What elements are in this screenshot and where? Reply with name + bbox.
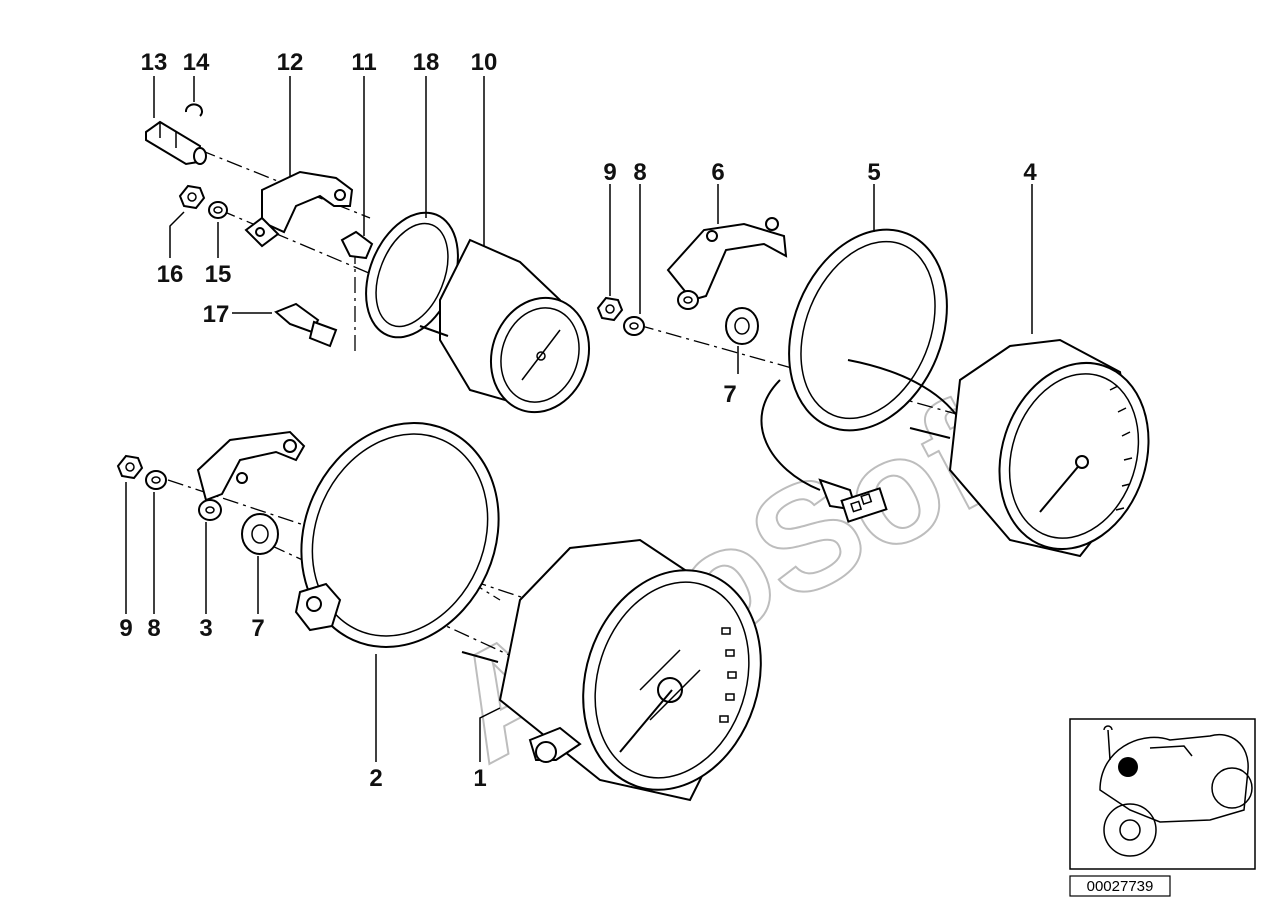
- callout-18[interactable]: 18: [413, 49, 440, 76]
- callout-9-upper[interactable]: 9: [603, 159, 616, 186]
- part-4-tachometer[interactable]: [909, 338, 1172, 569]
- callout-4[interactable]: 4: [1023, 159, 1037, 186]
- wiring-harness[interactable]: [760, 359, 961, 523]
- part-15-washer[interactable]: [208, 201, 228, 219]
- callout-7-upper[interactable]: 7: [723, 381, 736, 408]
- part-16-nut[interactable]: [178, 184, 206, 210]
- locator-dot: [1118, 757, 1138, 777]
- callout-8-upper[interactable]: 8: [633, 159, 646, 186]
- callout-7-lower[interactable]: 7: [251, 615, 264, 642]
- callout-10[interactable]: 10: [471, 49, 498, 76]
- callout-9-lower[interactable]: 9: [119, 615, 132, 642]
- callout-labels: 13 14 12 11 18 10 16 15 17 9 8 6 5 4 7 9…: [119, 49, 1037, 792]
- part-7-grommet-lower[interactable]: [241, 513, 279, 555]
- part-12-bracket[interactable]: [244, 170, 354, 248]
- callout-2[interactable]: 2: [369, 765, 382, 792]
- callout-1[interactable]: 1: [473, 765, 486, 792]
- part-6-bracket[interactable]: [666, 217, 788, 310]
- callout-17[interactable]: 17: [203, 301, 230, 328]
- callout-6[interactable]: 6: [711, 159, 724, 186]
- reference-number-box: 00027739: [1069, 875, 1171, 897]
- part-9-nut-lower[interactable]: [116, 454, 144, 480]
- part-10-small-gauge[interactable]: [419, 238, 604, 425]
- callout-12[interactable]: 12: [277, 49, 304, 76]
- part-3-bracket[interactable]: [196, 430, 306, 521]
- callout-14[interactable]: 14: [183, 49, 210, 76]
- part-11-sleeve[interactable]: [340, 230, 374, 260]
- part-8-washer-lower[interactable]: [145, 470, 167, 490]
- callout-8-lower[interactable]: 8: [147, 615, 160, 642]
- motorcycle-locator-thumbnail: [1069, 718, 1256, 870]
- leader-lines: [125, 76, 1033, 762]
- part-13-cable-connector[interactable]: [145, 120, 207, 166]
- part-17-bulb-holder[interactable]: [274, 302, 338, 348]
- part-1-speedometer[interactable]: [461, 538, 788, 813]
- callout-13[interactable]: 13: [141, 49, 168, 76]
- callout-15[interactable]: 15: [205, 261, 232, 288]
- reference-number: 00027739: [1087, 878, 1154, 895]
- part-8-washer-upper[interactable]: [623, 316, 645, 336]
- callout-16[interactable]: 16: [157, 261, 184, 288]
- part-2-trim-ring[interactable]: [266, 391, 533, 678]
- part-18-trim-ring[interactable]: [349, 199, 476, 351]
- callout-5[interactable]: 5: [867, 159, 880, 186]
- callout-3[interactable]: 3: [199, 615, 212, 642]
- part-9-nut-upper[interactable]: [596, 296, 624, 322]
- part-5-trim-ring[interactable]: [760, 206, 975, 454]
- part-14-circlip[interactable]: [184, 103, 203, 117]
- callout-11[interactable]: 11: [351, 49, 376, 76]
- part-7-grommet-upper[interactable]: [725, 307, 759, 345]
